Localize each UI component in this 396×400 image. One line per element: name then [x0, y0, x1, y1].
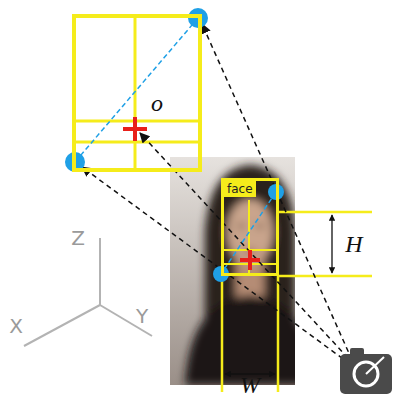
- corner-dots: [65, 8, 284, 282]
- face-grid: [221, 200, 279, 276]
- axes: [24, 238, 152, 346]
- dimension-label: H: [345, 231, 362, 257]
- projected-box: o: [72, 14, 202, 172]
- camera-icon: [340, 348, 392, 394]
- axis-label: Z: [71, 227, 85, 249]
- axis-label: Y: [136, 305, 148, 327]
- projection-rays: [82, 24, 352, 364]
- center-label: o: [151, 90, 163, 116]
- center-crosses: [123, 117, 260, 270]
- face-box: face: [221, 178, 279, 276]
- class-tag: face: [224, 181, 256, 197]
- diagonals: [75, 18, 276, 274]
- box-grid: [72, 14, 202, 172]
- axis-label: X: [9, 315, 23, 337]
- photo: [170, 157, 295, 385]
- dimension-label: W: [240, 372, 260, 398]
